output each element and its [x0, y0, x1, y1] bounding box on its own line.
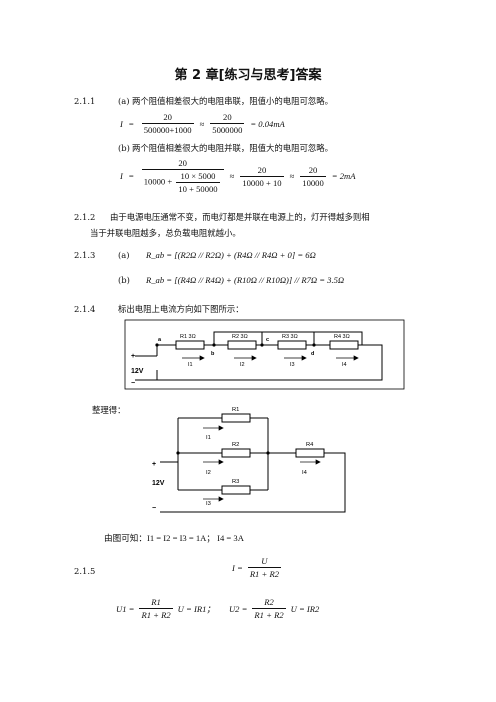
item-label-a: (a) — [118, 250, 130, 260]
section-number-2-1-5: 2.1.5 — [74, 566, 96, 576]
numerator: 20 — [300, 165, 326, 177]
label-i3: I3 — [206, 501, 211, 507]
resistor-r2 — [227, 340, 257, 350]
term-2: U = IR2 — [290, 603, 320, 614]
plus-sign: + — [131, 353, 135, 360]
text-2-1-4: 标出电阻上电流方向如下图所示： — [118, 304, 244, 314]
resistor-r1 — [175, 340, 205, 350]
numerator: 20 — [141, 112, 194, 124]
label-r3: R3 — [232, 479, 239, 485]
var-i: I — [120, 118, 123, 129]
label-i2: I2 — [240, 362, 245, 368]
text-2-1-2-line2: 当于并联电阻越多，总负载电阻就越小。 — [90, 228, 241, 238]
approx-sign: ≈ — [199, 118, 205, 129]
equation-2-1-3-a: R_ab = [(R2Ω // R2Ω) + (R4Ω // R4Ω + 0] … — [146, 250, 316, 260]
figure-1-frame — [124, 319, 405, 390]
denominator: 500000+1000 — [143, 125, 192, 135]
item-label-b: (b) — [118, 275, 130, 285]
result: = 2mA — [331, 171, 356, 181]
var-i: I = — [232, 562, 243, 573]
inner-denominator: 10 + 50000 — [178, 184, 218, 194]
resistor-r4 — [295, 448, 325, 458]
var-u2: U2 = — [228, 603, 248, 614]
denominator: R1 + R2 — [141, 610, 171, 620]
numerator: R1 — [139, 597, 173, 609]
equation-2-1-3-b: R_ab = [(R4Ω // R4Ω) + (R10Ω // R10Ω)] /… — [146, 275, 345, 285]
resistor-r2 — [221, 448, 251, 458]
label-i3: I3 — [290, 362, 295, 368]
item-label-b: (b) — [118, 143, 130, 153]
numerator: 20 — [210, 112, 245, 124]
label-i4: I4 — [342, 362, 347, 368]
numerator: 20 — [240, 165, 284, 177]
denominator: R1 + R2 — [249, 569, 280, 579]
lead-term: 10000 + — [143, 176, 173, 187]
resistor-r1 — [221, 413, 251, 423]
label-i1: I1 — [188, 362, 193, 368]
numerator: R2 — [252, 597, 286, 609]
conclusion: 由图可知：I1 = I2 = I3 = 1A； I4 = 3A — [104, 533, 244, 543]
numerator: 20 — [141, 158, 224, 170]
denominator: R1 + R2 — [254, 610, 284, 620]
resistor-r4 — [329, 340, 359, 350]
label-r1: R1 — [232, 407, 239, 413]
minus-sign: − — [152, 505, 156, 512]
item-label-a: (a) — [118, 96, 130, 106]
minus-sign: − — [131, 380, 135, 387]
var-i: I — [120, 171, 123, 181]
label-r3: R3 3Ω — [282, 334, 298, 340]
label-r4: R4 3Ω — [334, 334, 350, 340]
tidy-label: 整理得： — [92, 405, 126, 415]
label-r1: R1 3Ω — [180, 334, 196, 340]
resistor-r3 — [221, 485, 251, 495]
denominator: 10000 + 10 — [242, 177, 282, 188]
voltage-label: 12V — [131, 368, 144, 375]
text-2-1-1-a: 两个阻值相差很大的电阻串联，阻值小的电阻可忽略。 — [132, 96, 333, 106]
var-u1: U1 = — [116, 603, 135, 614]
label-r2: R2 — [232, 442, 239, 448]
text-2-1-1-b: 两个阻值相差很大的电阻并联，阻值大的电阻可忽略。 — [132, 143, 333, 153]
text-2-1-2-line1: 由于电源电压通常不变，而电灯都是并联在电源上的，灯开得越多则相 — [110, 212, 370, 222]
label-i4: I4 — [302, 470, 308, 476]
section-number-2-1-4: 2.1.4 — [74, 304, 96, 314]
node-a: a — [158, 337, 162, 343]
section-number-2-1-1: 2.1.1 — [74, 96, 96, 106]
numerator: U — [247, 556, 282, 568]
section-number-2-1-3: 2.1.3 — [74, 250, 96, 260]
node-b: b — [211, 351, 215, 357]
result: = 0.04mA — [250, 118, 285, 129]
label-r4: R4 — [306, 442, 314, 448]
label-i1: I1 — [206, 435, 211, 441]
section-number-2-1-2: 2.1.2 — [74, 212, 96, 222]
inner-numerator: 10 × 5000 — [176, 171, 220, 183]
node-d: d — [311, 351, 314, 357]
plus-sign: + — [152, 461, 156, 468]
denominator: 5000000 — [212, 125, 243, 135]
voltage-label: 12V — [152, 480, 165, 487]
term-1: U = IR1； — [177, 603, 215, 614]
resistor-r3 — [277, 340, 307, 350]
page-title: 第 2 章[练习与思考]答案 — [174, 68, 322, 83]
label-i2: I2 — [206, 470, 211, 476]
node-c: c — [266, 337, 269, 343]
label-r2: R2 3Ω — [232, 334, 248, 340]
denominator: 10000 — [302, 177, 324, 188]
